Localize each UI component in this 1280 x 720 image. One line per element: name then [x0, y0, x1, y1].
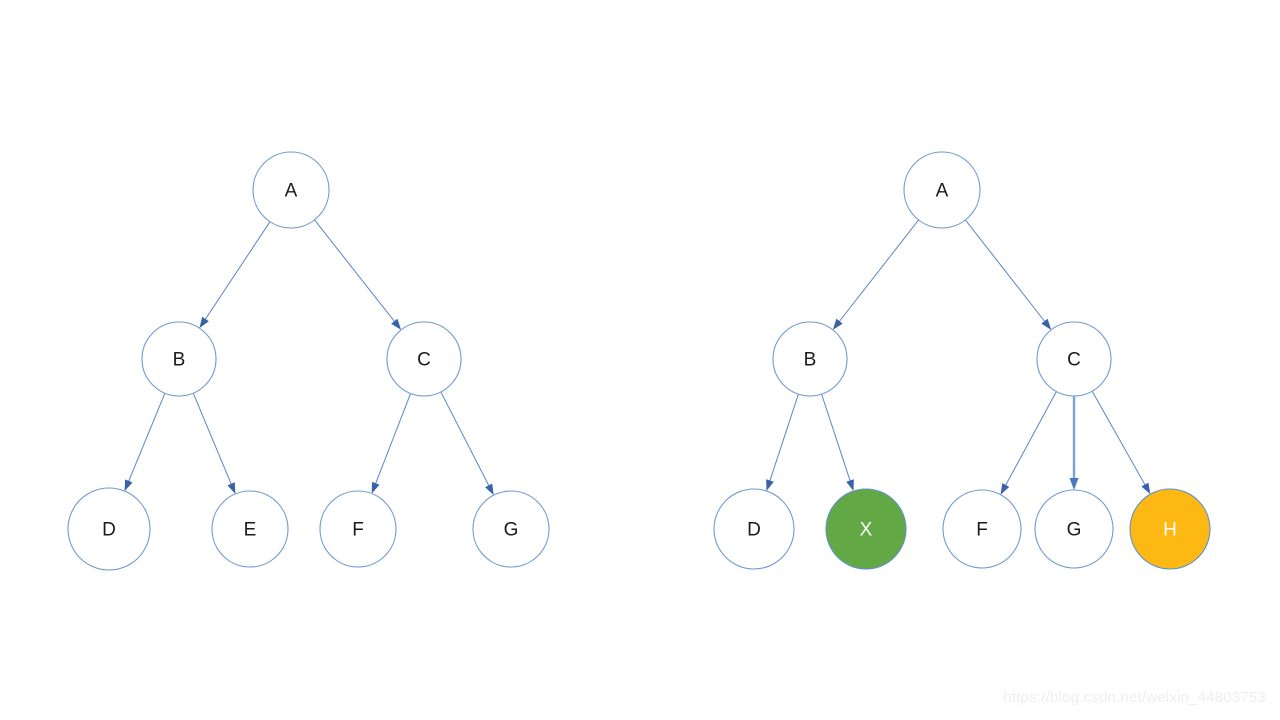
node-r-a[interactable]: A: [903, 151, 981, 229]
node-label-r-f: F: [976, 520, 988, 541]
edge-L-B-to-L-D: [127, 393, 166, 483]
node-l-f[interactable]: F: [319, 490, 397, 568]
arrowhead-R-B-to-R-X: [846, 479, 854, 492]
node-label-r-x: X: [860, 520, 873, 541]
node-group-left-tree: A B C D E F G: [67, 151, 550, 571]
node-label-r-d: D: [747, 520, 761, 541]
node-circle-l-e[interactable]: [211, 490, 289, 568]
node-label-r-c: C: [1067, 350, 1081, 371]
arrowhead-L-B-to-L-E: [227, 482, 236, 494]
node-circle-l-c[interactable]: [386, 321, 462, 397]
node-group-right-tree: A B C D X F G H: [713, 151, 1211, 570]
edge-L-A-to-L-C: [314, 219, 396, 324]
node-label-l-c: C: [417, 350, 431, 371]
edge-L-C-to-L-G: [440, 391, 491, 488]
node-circle-r-f[interactable]: [942, 489, 1022, 569]
arrowhead-R-B-to-R-D: [766, 479, 774, 492]
edge-R-B-to-R-X: [821, 393, 852, 483]
edge-group-right-tree: [766, 219, 1151, 495]
node-circle-r-h[interactable]: [1129, 488, 1211, 570]
node-label-r-h: H: [1163, 520, 1177, 541]
node-r-g[interactable]: G: [1034, 489, 1114, 569]
edge-L-C-to-L-F: [374, 393, 412, 486]
node-l-g[interactable]: G: [472, 490, 550, 568]
edge-R-A-to-R-C: [964, 219, 1047, 324]
node-l-b[interactable]: B: [141, 321, 217, 397]
node-label-l-a: A: [285, 181, 298, 202]
edge-L-B-to-L-E: [192, 392, 233, 486]
arrowhead-R-C-to-R-F: [1000, 483, 1010, 495]
node-circle-l-d[interactable]: [67, 487, 151, 571]
node-r-c[interactable]: C: [1036, 321, 1112, 397]
node-circle-r-g[interactable]: [1034, 489, 1114, 569]
node-r-f[interactable]: F: [942, 489, 1022, 569]
node-circle-l-f[interactable]: [319, 490, 397, 568]
node-label-l-f: F: [352, 520, 364, 541]
edge-R-A-to-R-B: [837, 219, 920, 324]
node-label-l-g: G: [504, 520, 519, 541]
arrowhead-L-A-to-L-B: [199, 316, 209, 329]
node-circle-l-g[interactable]: [472, 490, 550, 568]
node-r-d[interactable]: D: [713, 488, 795, 570]
node-circle-l-a[interactable]: [252, 151, 330, 229]
arrowhead-L-C-to-L-F: [371, 481, 380, 494]
node-label-l-e: E: [244, 520, 257, 541]
arrowhead-R-A-to-R-B: [832, 318, 843, 330]
arrowhead-R-C-to-R-G: [1069, 478, 1079, 490]
node-r-h[interactable]: H: [1129, 488, 1211, 570]
node-circle-l-b[interactable]: [141, 321, 217, 397]
node-label-l-d: D: [102, 520, 116, 541]
node-l-e[interactable]: E: [211, 490, 289, 568]
node-circle-r-b[interactable]: [772, 321, 848, 397]
node-label-l-b: B: [173, 350, 186, 371]
node-r-x[interactable]: X: [825, 488, 907, 570]
edge-R-C-to-R-H: [1091, 390, 1147, 487]
edge-R-C-to-R-F: [1004, 391, 1057, 488]
node-circle-r-c[interactable]: [1036, 321, 1112, 397]
watermark-text: https://blog.csdn.net/weixin_44803753: [1003, 689, 1266, 706]
arrowhead-L-A-to-L-C: [391, 318, 402, 330]
node-circle-r-a[interactable]: [903, 151, 981, 229]
arrowhead-L-B-to-L-D: [124, 479, 133, 492]
arrowhead-R-C-to-R-H: [1141, 482, 1151, 495]
node-l-d[interactable]: D: [67, 487, 151, 571]
edge-group-left-tree: [124, 219, 494, 496]
node-circle-r-d[interactable]: [713, 488, 795, 570]
edge-R-B-to-R-D: [768, 393, 799, 483]
nodes-layer: A B C D E F G A B C D X F G H: [67, 151, 1211, 571]
node-r-b[interactable]: B: [772, 321, 848, 397]
arrowhead-R-A-to-R-C: [1041, 318, 1052, 330]
node-label-r-b: B: [804, 350, 817, 371]
node-label-r-g: G: [1067, 520, 1082, 541]
node-l-c[interactable]: C: [386, 321, 462, 397]
arrowhead-L-C-to-L-G: [485, 483, 494, 496]
node-label-r-a: A: [936, 181, 949, 202]
node-circle-r-x[interactable]: [825, 488, 907, 570]
edges-layer: [124, 219, 1151, 496]
node-l-a[interactable]: A: [252, 151, 330, 229]
edge-L-A-to-L-B: [203, 221, 271, 321]
